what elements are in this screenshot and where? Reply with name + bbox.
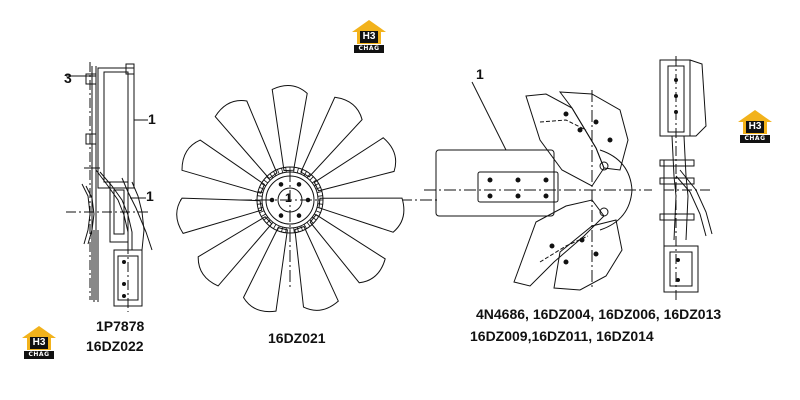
left-fan-assembly-side-view [66,62,153,312]
hub-tooth [259,187,265,190]
fan-blade [318,197,405,233]
hub-tooth [314,213,319,217]
hub-tooth [293,167,295,173]
logo-mark-text: H3 [30,337,48,349]
hub-tooth [261,183,266,187]
logo-word-text: CHAG [354,45,384,53]
part-number-label: 1P7878 [96,318,145,334]
hub-tooth [273,171,277,176]
hub-bolt-hole [278,182,284,187]
hub-tooth [281,167,284,174]
hub-tooth [281,226,284,233]
hub-tooth [311,179,317,184]
fan-blade [271,85,308,172]
hub-tooth [277,225,280,231]
fan-blade [197,216,273,287]
logo: H3 CHAG [738,110,772,144]
fan-blade [176,197,263,234]
hub-tooth [285,167,287,173]
fan-blade [181,139,266,194]
hub-tooth [257,195,263,197]
callout-number: 1 [146,188,154,204]
hub-tooth [296,226,299,233]
hub-bolt-hole [278,213,284,218]
logo-mark-text: H3 [746,121,764,133]
logo-word-text: CHAG [24,351,54,359]
logo-mark-text: H3 [360,31,378,43]
hub-tooth [266,176,271,181]
hub-tooth [315,210,321,213]
hub-tooth [259,210,265,213]
hub-tooth [269,221,274,227]
logo: H3 CHAG [22,326,56,360]
hub-tooth [257,206,264,209]
right-fan-assembly-views [424,56,713,300]
hub-tooth [303,224,307,229]
hub-tooth [285,227,287,233]
hub-tooth [306,221,311,227]
hub-bolt-hole [296,182,302,187]
fan-blade [313,137,397,192]
hub-tooth [314,183,319,187]
hub-tooth [300,225,303,231]
fan-blade [309,214,386,284]
fan-blade [294,225,339,311]
hub-tooth [303,171,307,176]
hub-tooth [257,191,264,194]
callout-number: 3 [64,70,72,86]
hub-tooth [309,176,314,181]
fan-front-view [176,85,440,313]
callout-number: 1 [285,191,292,205]
hub-tooth [316,191,323,194]
hub-tooth [317,195,323,197]
logo-roof-shape [738,110,772,122]
callout-number: 1 [476,66,484,82]
hub-tooth [316,206,323,209]
part-number-label: 4N4686, 16DZ004, 16DZ006, 16DZ013 [476,306,722,322]
part-number-label: 16DZ009,16DZ011, 16DZ014 [470,328,654,344]
fan-blade [242,227,288,313]
hub-tooth [296,167,299,174]
logo: H3 CHAG [352,20,386,54]
logo-word-text: CHAG [740,135,770,143]
hub-bolt-hole [305,197,311,203]
hub-tooth [263,216,269,221]
hub-tooth [306,173,311,179]
fan-blade [214,100,278,180]
logo-roof-shape [352,20,386,32]
hub-bolt-hole [296,213,302,218]
hub-tooth [311,216,317,221]
hub-tooth [269,173,274,179]
callout-number: 1 [148,111,156,127]
hub-tooth [300,169,303,175]
logo-roof-shape [22,326,56,338]
hub-tooth [315,187,321,190]
part-number-label: 16DZ021 [268,330,326,346]
hub-tooth [317,203,323,205]
hub-tooth [293,227,295,233]
fan-blade [300,96,363,178]
hub-tooth [266,219,271,224]
callout-leaders [471,81,507,151]
hub-tooth [257,203,263,205]
hub-tooth [263,179,269,184]
hub-tooth [277,169,280,175]
hub-tooth [309,219,314,224]
hub-tooth [261,213,266,217]
hub-bolt-hole [269,197,275,203]
hub-tooth [273,224,277,229]
part-number-label: 16DZ022 [86,338,144,354]
